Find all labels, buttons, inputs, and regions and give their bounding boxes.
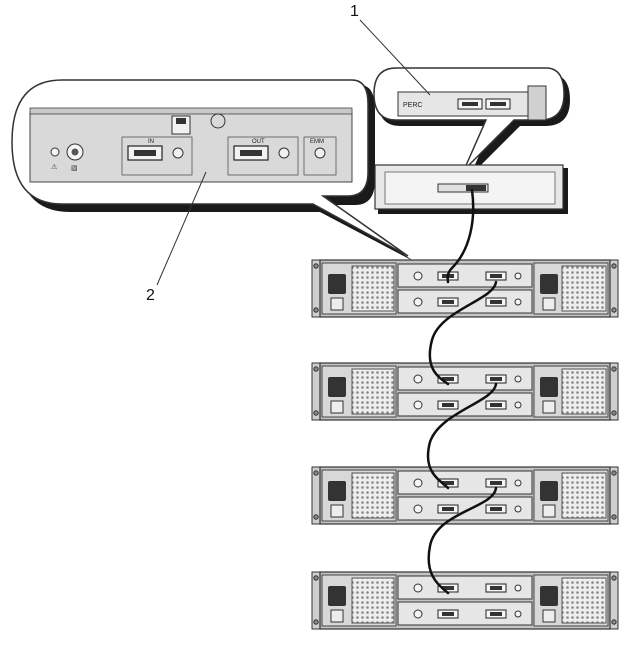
screw-icon [314,620,318,624]
power-inlet-icon [328,481,346,501]
storage-enclosure-2 [312,363,618,420]
vent-grille [562,473,606,518]
storage-enclosures [312,260,618,629]
debug-port-icon [414,505,422,513]
screw-icon [612,367,616,371]
screw-icon [612,264,616,268]
vent-grille [562,266,606,311]
debug-port-icon [414,375,422,383]
status-led-icon [515,299,521,305]
screw-icon [314,515,318,519]
port-slot [442,403,454,407]
vent-grille [562,578,606,623]
storage-enclosure-3 [312,467,618,524]
power-switch-icon [331,298,343,310]
status-led-icon [51,148,59,156]
debug-port-icon [414,272,422,280]
port-slot [490,377,502,381]
in-label: IN [148,139,154,145]
screw-icon [314,367,318,371]
port-slot [490,274,502,278]
power-switch-icon [331,401,343,413]
power-switch-icon [331,505,343,517]
power-inlet-icon [540,481,558,501]
status-led-icon [515,585,521,591]
power-switch-icon [543,505,555,517]
svg-text:⚠: ⚠ [51,163,57,171]
debug-port-icon [414,401,422,409]
port-slot [490,481,502,485]
port-slot [442,612,454,616]
screw-icon [314,576,318,580]
power-inlet-icon [540,586,558,606]
screw-icon [314,411,318,415]
screw-icon [314,308,318,312]
power-inlet-icon [328,274,346,294]
power-inlet-icon [328,377,346,397]
port-slot [442,507,454,511]
emm-label: EMM [310,139,324,145]
callout-number-2: 2 [146,287,155,305]
power-inlet-icon [540,377,558,397]
screw-icon [612,576,616,580]
power-inlet-icon [540,274,558,294]
power-switch-icon [331,610,343,622]
vent-grille [562,369,606,414]
status-led-icon [515,376,521,382]
port-slot [490,300,502,304]
port-slot [490,586,502,590]
emm-zoom-callout: ⚠ ▧ IN OUT EMM [12,80,415,262]
screw-icon [612,471,616,475]
status-led-icon [515,506,521,512]
power-inlet-icon [328,586,346,606]
perc-card-label: PERC [403,102,422,109]
perc-card-callout: PERC [374,68,570,176]
vent-grille [352,266,394,311]
port-slot [490,403,502,407]
screw-icon [612,620,616,624]
power-switch-icon [543,401,555,413]
port-slot [442,300,454,304]
debug-port-icon [414,479,422,487]
power-switch-icon [543,298,555,310]
out-label: OUT [252,139,265,145]
svg-text:▧: ▧ [71,165,78,172]
screw-icon [612,515,616,519]
debug-port-icon [414,584,422,592]
status-led-icon [515,273,521,279]
screw-icon [314,264,318,268]
port-slot [490,507,502,511]
vent-grille [352,578,394,623]
port-slot [490,612,502,616]
debug-port-icon [414,298,422,306]
vent-grille [352,369,394,414]
debug-port-icon [414,610,422,618]
screw-icon [612,308,616,312]
power-switch-icon [543,610,555,622]
screw-icon [612,411,616,415]
callout-number-1: 1 [350,3,359,21]
status-led-icon [515,611,521,617]
vent-grille [352,473,394,518]
status-led-icon [515,402,521,408]
status-led-icon [515,480,521,486]
screw-icon [314,471,318,475]
storage-enclosure-4 [312,572,618,629]
